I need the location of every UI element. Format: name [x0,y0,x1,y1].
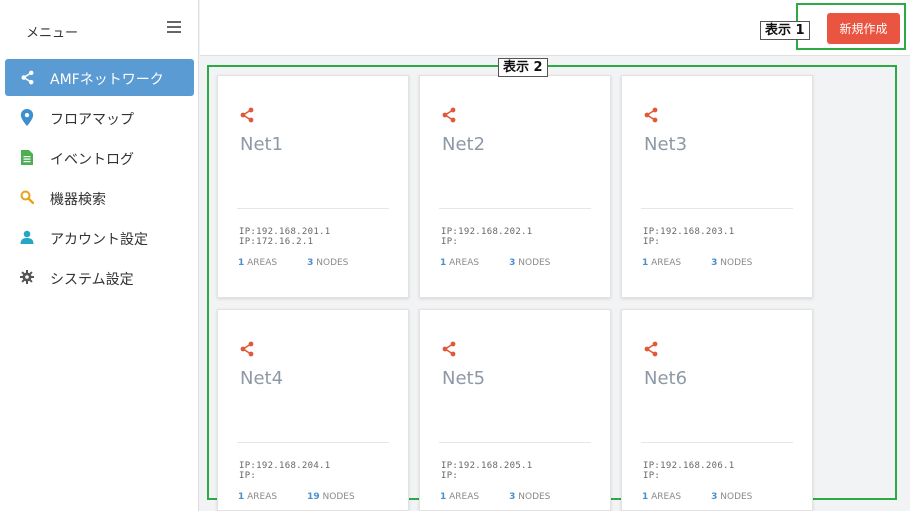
card-stats: 1 AREAS 3 NODES [642,258,752,268]
ip-address: IP:172.16.2.1 [239,237,314,247]
nodes-label: NODES [518,258,551,268]
card-stats: 1 AREAS 3 NODES [238,258,348,268]
gear-icon [19,269,35,285]
divider [641,442,793,443]
share-icon [239,107,257,125]
ip-address: IP: [643,471,661,481]
ip-address: IP:192.168.206.1 [643,461,735,471]
search-icon [19,189,35,205]
sidebar-item-system-settings[interactable]: システム設定 [5,259,194,296]
nodes-count: 3 [711,258,718,268]
areas-label: AREAS [651,258,682,268]
sidebar-item-device-search[interactable]: 機器検索 [5,179,194,216]
network-name: Net6 [644,368,688,389]
sidebar-nav: AMFネットワーク フロアマップ イベントログ 機器検索 アカウント設定 [5,59,194,299]
ip-address: IP:192.168.204.1 [239,461,331,471]
map-pin-icon [19,108,35,126]
ip-address: IP: [441,471,459,481]
menu-title: メニュー [26,26,79,41]
card-stats: 1 AREAS 3 NODES [440,258,550,268]
sidebar-item-label: イベントログ [50,152,134,168]
nodes-label: NODES [322,492,355,502]
divider [237,208,389,209]
sidebar-item-account-settings[interactable]: アカウント設定 [5,219,194,256]
sidebar-item-label: システム設定 [50,272,134,288]
sidebar-item-amf-network[interactable]: AMFネットワーク [5,59,194,96]
nodes-count: 3 [711,492,718,502]
areas-label: AREAS [247,492,278,502]
network-card-net6[interactable]: Net6 IP:192.168.206.1 IP: 1 AREAS 3 NODES [621,309,813,511]
areas-count: 1 [238,258,245,268]
share-icon [441,341,459,359]
share-icon [643,107,661,125]
sidebar-item-label: アカウント設定 [50,232,148,248]
redacted-area [390,8,490,50]
network-name: Net3 [644,134,688,155]
sidebar-item-label: フロアマップ [50,112,134,128]
share-icon [19,69,35,85]
areas-count: 1 [238,492,245,502]
areas-count: 1 [440,492,447,502]
divider [237,442,389,443]
callout-label-2: 表示 2 [498,58,548,77]
nodes-count: 3 [307,258,314,268]
divider [439,442,591,443]
document-icon [19,149,35,165]
redacted-area [252,12,392,48]
ip-address: IP: [643,237,661,247]
nodes-label: NODES [518,492,551,502]
network-name: Net5 [442,368,486,389]
sidebar-item-label: AMFネットワーク [50,72,164,88]
areas-label: AREAS [247,258,278,268]
ip-address: IP: [441,237,459,247]
network-name: Net4 [240,368,284,389]
nodes-count: 3 [509,258,516,268]
ip-address: IP:192.168.201.1 [239,227,331,237]
areas-label: AREAS [449,258,480,268]
user-icon [19,229,35,245]
nodes-count: 3 [509,492,516,502]
ip-address: IP:192.168.203.1 [643,227,735,237]
network-name: Net1 [240,134,284,155]
card-stats: 1 AREAS 3 NODES [642,492,752,502]
network-card-net1[interactable]: Net1 IP:192.168.201.1 IP:172.16.2.1 1 AR… [217,75,409,298]
nodes-count: 19 [307,492,320,502]
hamburger-menu-icon[interactable] [167,21,181,33]
network-card-net4[interactable]: Net4 IP:192.168.204.1 IP: 1 AREAS 19 NODE… [217,309,409,511]
card-stats: 1 AREAS 3 NODES [440,492,550,502]
divider [641,208,793,209]
sidebar-item-label: 機器検索 [50,192,106,208]
menu-header: メニュー [0,0,199,56]
areas-label: AREAS [651,492,682,502]
ip-address: IP:192.168.202.1 [441,227,533,237]
ip-address: IP:192.168.205.1 [441,461,533,471]
areas-count: 1 [642,258,649,268]
redacted-area [510,16,585,48]
areas-label: AREAS [449,492,480,502]
divider [439,208,591,209]
card-stats: 1 AREAS 19 NODES [238,492,355,502]
ip-address: IP: [239,471,257,481]
network-card-net2[interactable]: Net2 IP:192.168.202.1 IP: 1 AREAS 3 NODES [419,75,611,298]
share-icon [239,341,257,359]
nodes-label: NODES [316,258,349,268]
sidebar: メニュー AMFネットワーク フロアマップ イベントログ 機器検索 [0,0,199,511]
network-name: Net2 [442,134,486,155]
nodes-label: NODES [720,258,753,268]
areas-count: 1 [440,258,447,268]
share-icon [643,341,661,359]
areas-count: 1 [642,492,649,502]
nodes-label: NODES [720,492,753,502]
network-card-net5[interactable]: Net5 IP:192.168.205.1 IP: 1 AREAS 3 NODES [419,309,611,511]
create-new-button[interactable]: 新規作成 [827,13,900,44]
network-card-net3[interactable]: Net3 IP:192.168.203.1 IP: 1 AREAS 3 NODES [621,75,813,298]
sidebar-item-floor-map[interactable]: フロアマップ [5,99,194,136]
sidebar-item-event-log[interactable]: イベントログ [5,139,194,176]
share-icon [441,107,459,125]
callout-label-1: 表示 1 [760,21,810,40]
